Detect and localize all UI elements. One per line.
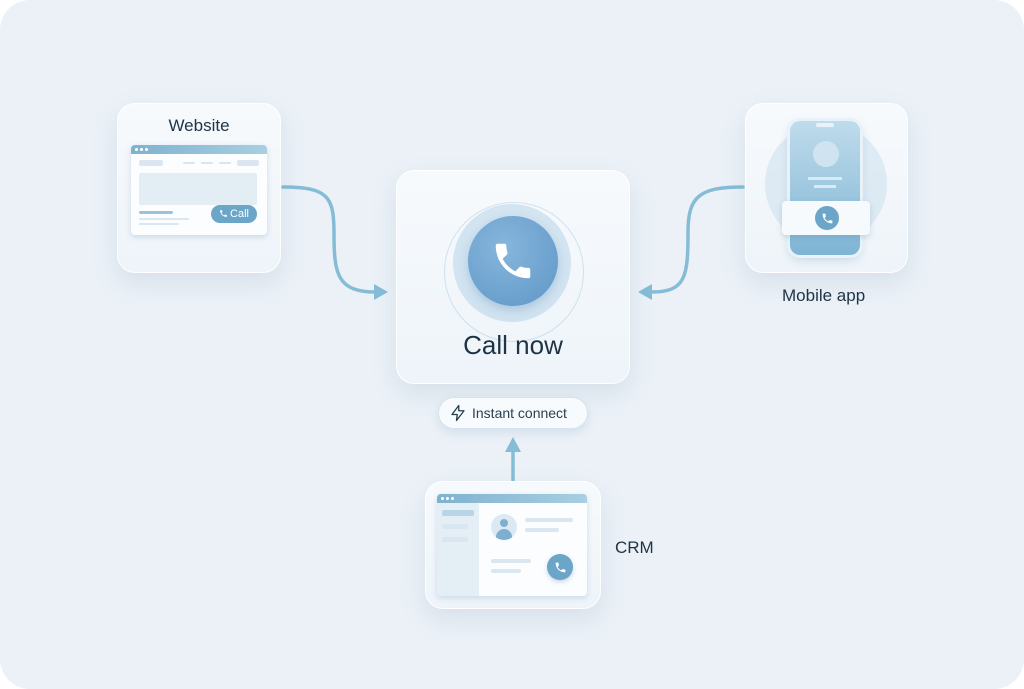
website-call-label: Call <box>230 208 249 220</box>
instant-connect-label: Instant connect <box>472 405 567 421</box>
crm-label: CRM <box>615 538 654 557</box>
crm-window-mockup <box>437 494 587 596</box>
lightning-icon <box>451 404 465 422</box>
crm-sidebar <box>437 503 479 596</box>
mobile-app-label: Mobile app <box>782 286 866 305</box>
incoming-call-panel <box>782 201 870 235</box>
phone-icon <box>822 213 833 224</box>
website-title: Website <box>168 116 230 135</box>
website-node: Website Call <box>117 103 281 273</box>
call-now-button[interactable] <box>468 216 558 306</box>
call-now-node: Call now <box>396 170 630 384</box>
website-arrowhead <box>374 284 388 300</box>
mobile-to-center-arrow <box>650 185 745 294</box>
pulse-ring-outer <box>444 202 584 342</box>
crm-call-button[interactable] <box>547 554 573 580</box>
website-call-button[interactable]: Call <box>211 205 257 223</box>
mobile-call-button[interactable] <box>815 206 839 230</box>
crm-arrowhead <box>505 437 521 452</box>
mobile-app-node <box>745 103 908 273</box>
phone-icon <box>220 210 227 217</box>
mobile-arrowhead <box>638 284 652 300</box>
call-now-title: Call now <box>463 330 563 360</box>
website-browser-mockup: Call <box>131 145 267 235</box>
phone-icon <box>555 562 566 573</box>
user-icon <box>491 514 517 540</box>
instant-connect-badge: Instant connect <box>438 397 588 429</box>
website-to-center-arrow <box>281 185 378 294</box>
phone-icon <box>495 243 531 279</box>
crm-node <box>425 481 601 609</box>
